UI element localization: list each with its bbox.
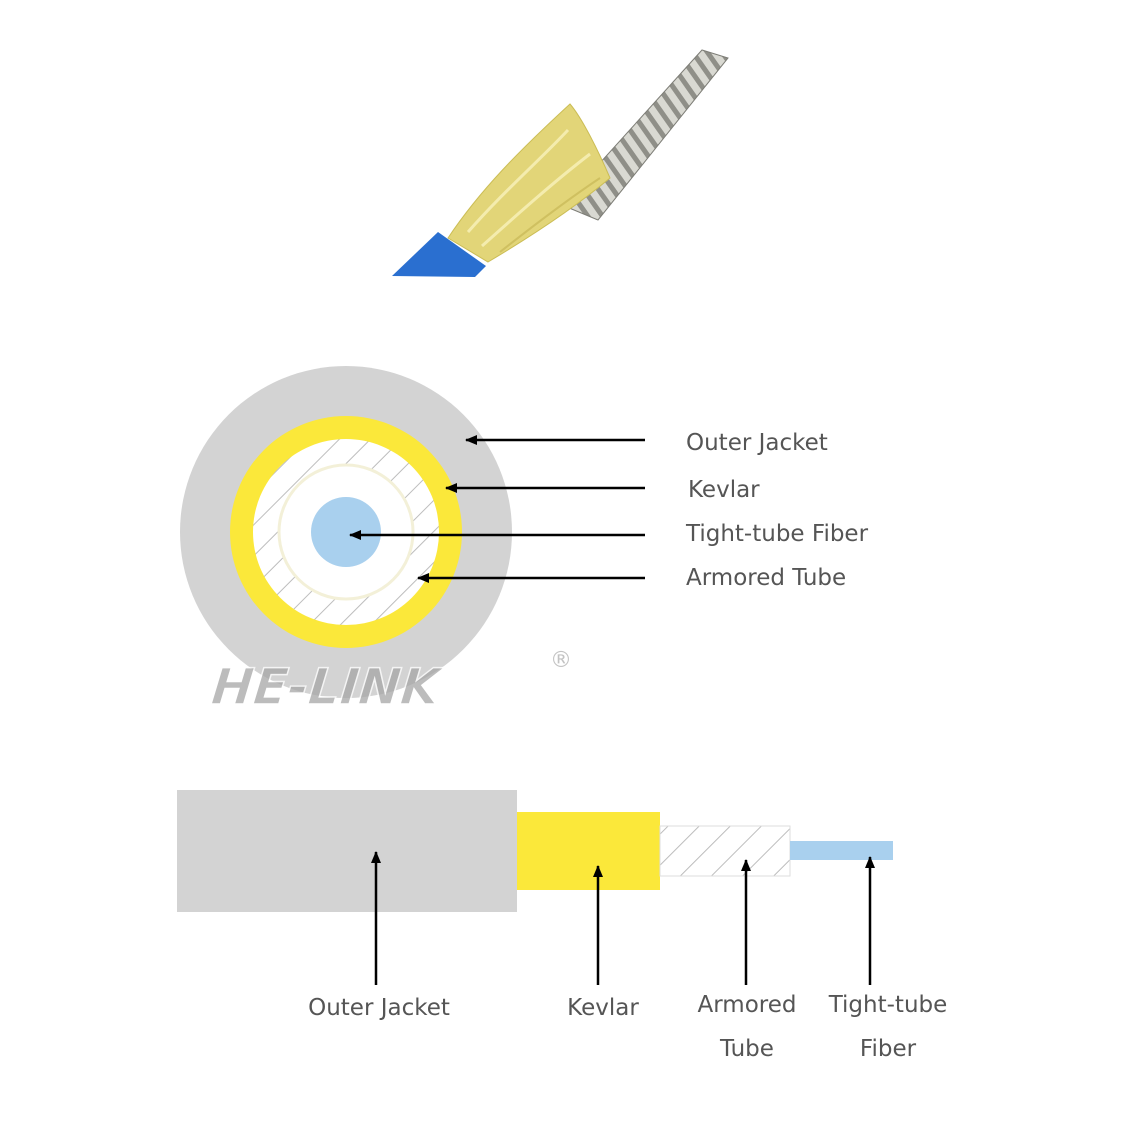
blue-jacket-photo <box>392 232 486 277</box>
side-label-tight-tube: Tight-tube <box>828 992 948 1018</box>
side-view <box>177 790 893 985</box>
cross-section <box>180 366 645 698</box>
side-label-armored: Armored <box>697 992 797 1018</box>
watermark-text: HE-LINK <box>209 657 446 716</box>
he-link-watermark: HE-LINK ® <box>208 648 572 717</box>
registered-mark: ® <box>550 648 572 673</box>
label-outer-jacket: Outer Jacket <box>686 430 828 456</box>
kevlar-yarn-photo <box>447 103 611 263</box>
label-tight-tube-fiber: Tight-tube Fiber <box>686 521 869 547</box>
yarn-strand <box>480 152 591 248</box>
side-fiber <box>790 841 893 860</box>
side-label-kevlar: Kevlar <box>567 995 639 1021</box>
yarn-strand <box>466 128 570 233</box>
cable-photo <box>392 49 729 277</box>
fiber-core <box>311 497 381 567</box>
label-armored-tube: Armored Tube <box>686 565 847 591</box>
side-label-fiber: Fiber <box>859 1036 917 1062</box>
yarn-strand <box>499 177 601 253</box>
side-label-tube: Tube <box>720 1036 774 1062</box>
side-armored-tube <box>659 825 791 877</box>
label-kevlar: Kevlar <box>688 477 760 503</box>
side-label-outer-jacket: Outer Jacket <box>308 995 450 1021</box>
side-kevlar <box>517 812 660 890</box>
side-outer-jacket <box>177 790 517 912</box>
